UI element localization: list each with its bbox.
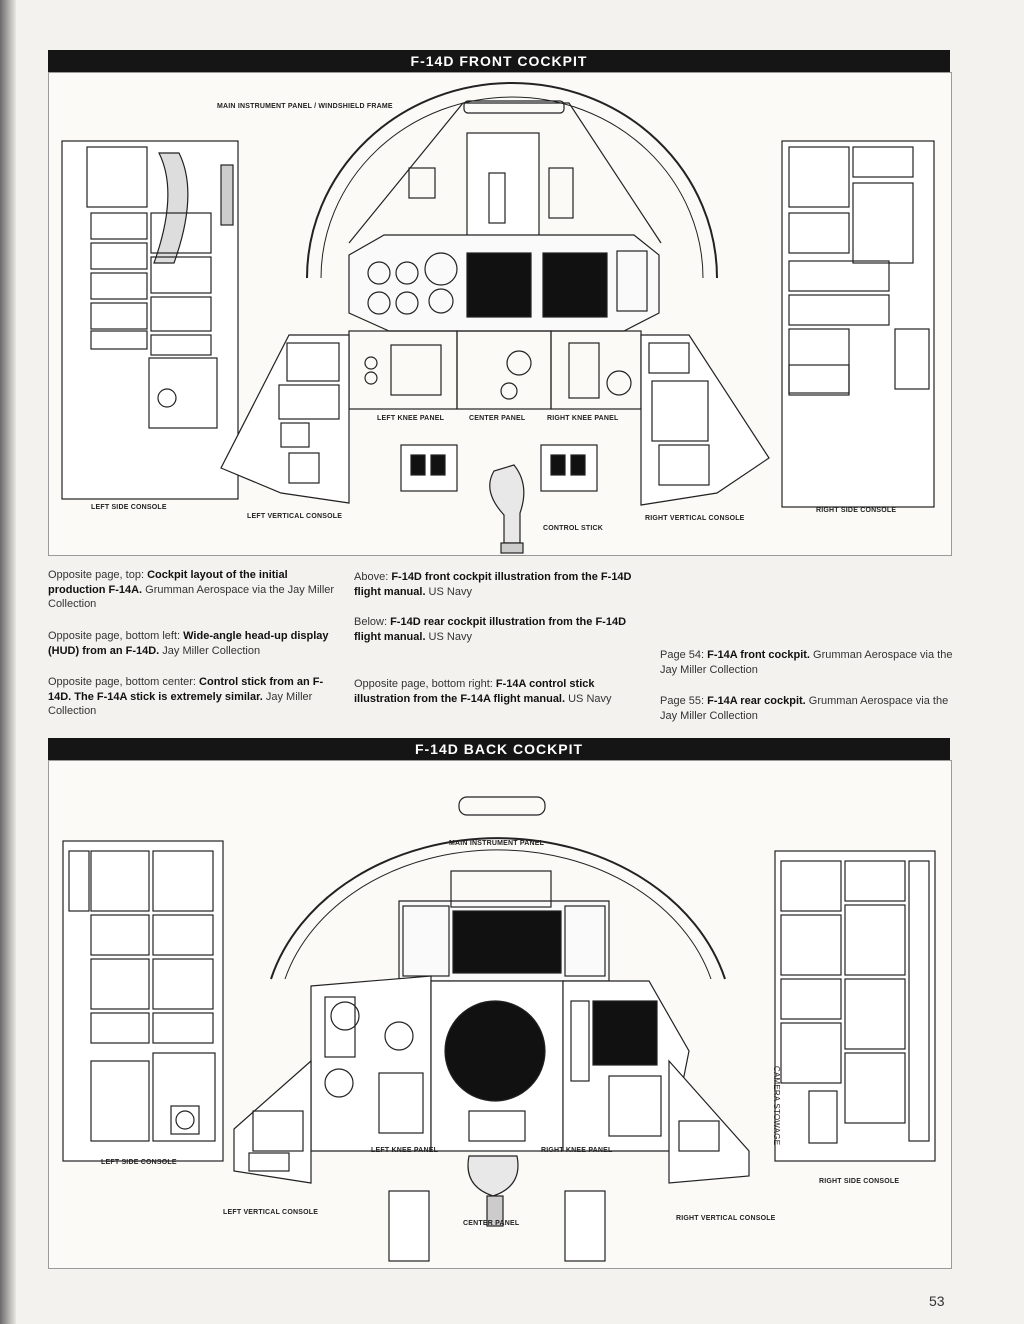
- caption-f14a-cockpit-layout: Opposite page, top: Cockpit layout of th…: [48, 569, 335, 610]
- front-label-right-knee: RIGHT KNEE PANEL: [547, 415, 619, 422]
- front-label-control-stick: CONTROL STICK: [543, 525, 604, 532]
- front-label-right-vertical: RIGHT VERTICAL CONSOLE: [645, 515, 745, 522]
- front-label-left-knee: LEFT KNEE PANEL: [377, 415, 445, 422]
- back-label-center: CENTER PANEL: [463, 1220, 520, 1227]
- front-cockpit-illustration: MAIN INSTRUMENT PANEL / WINDSHIELD FRAME…: [48, 72, 952, 556]
- caption-control-stick-photo: Opposite page, bottom center: Control st…: [48, 676, 324, 717]
- front-cockpit-title: F-14D FRONT COCKPIT: [48, 50, 950, 72]
- back-label-right-side: RIGHT SIDE CONSOLE: [819, 1178, 900, 1185]
- back-label-left-side: LEFT SIDE CONSOLE: [101, 1159, 177, 1166]
- back-label-left-vertical: LEFT VERTICAL CONSOLE: [223, 1209, 319, 1216]
- back-cockpit-illustration: MAIN INSTRUMENT PANEL LEFT SIDE CONSOLE …: [48, 760, 952, 1269]
- front-label-right-side: RIGHT SIDE CONSOLE: [816, 507, 897, 514]
- back-cockpit-title: F-14D BACK COCKPIT: [48, 738, 950, 760]
- book-binding-shadow: [0, 0, 16, 1324]
- back-label-main-panel: MAIN INSTRUMENT PANEL: [449, 840, 545, 847]
- caption-f14a-stick-illustration: Opposite page, bottom right: F-14A contr…: [354, 678, 612, 705]
- front-label-main-panel: MAIN INSTRUMENT PANEL / WINDSHIELD FRAME: [217, 103, 393, 110]
- page-number: 53: [929, 1293, 945, 1309]
- caption-page55: Page 55: F-14A rear cockpit. Grumman Aer…: [660, 695, 949, 722]
- front-label-left-vertical: LEFT VERTICAL CONSOLE: [247, 513, 343, 520]
- front-label-center: CENTER PANEL: [469, 415, 526, 422]
- caption-rear-cockpit-illustration: Below: F-14D rear cockpit illustration f…: [354, 616, 627, 643]
- back-label-left-knee: LEFT KNEE PANEL: [371, 1147, 439, 1154]
- caption-front-cockpit-illustration: Above: F-14D front cockpit illustration …: [354, 571, 632, 598]
- back-label-right-knee: RIGHT KNEE PANEL: [541, 1147, 613, 1154]
- caption-hud: Opposite page, bottom left: Wide-angle h…: [48, 630, 329, 657]
- caption-page54: Page 54: F-14A front cockpit. Grumman Ae…: [660, 649, 953, 676]
- back-label-right-vertical: RIGHT VERTICAL CONSOLE: [676, 1215, 776, 1222]
- front-label-left-side: LEFT SIDE CONSOLE: [91, 504, 167, 511]
- back-label-camera-stowage: CAMERA STOWAGE: [772, 1066, 781, 1146]
